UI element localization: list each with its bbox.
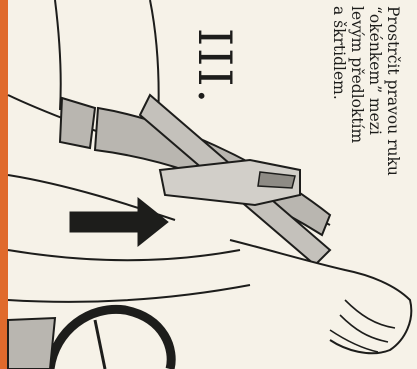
right-forearm-lower-outline — [8, 285, 250, 302]
ring-icon — [50, 309, 171, 369]
instruction-caption: Prostrčit pravou ruku “okénkem” mezi lev… — [330, 6, 402, 176]
tourniquet-strap — [60, 98, 95, 148]
upper-arm-left-outline — [55, 0, 61, 110]
caption-line-1: Prostrčit pravou ruku — [384, 6, 402, 176]
caption-line-3: levým předloktím — [348, 6, 366, 176]
right-forearm-outline — [8, 250, 240, 260]
step-number: III. — [192, 28, 238, 105]
caption-line-2: “okénkem” mezi — [366, 6, 384, 176]
padding-strip — [8, 318, 55, 369]
caption-line-4: a škrtidlem. — [330, 6, 348, 176]
arrow-down-icon — [70, 198, 168, 246]
